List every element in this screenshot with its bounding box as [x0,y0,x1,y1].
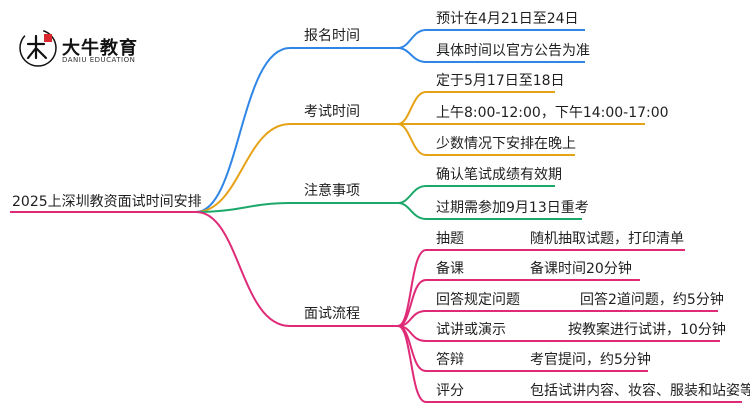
daniu-logo-icon [19,29,57,67]
step-name-2: 备课 [436,261,464,277]
connector-b3-1 [397,185,555,204]
step-desc-3: 回答2道问题，约5分钟 [580,292,724,308]
step-desc-4: 按教案进行试讲，10分钟 [568,322,726,338]
connector-b2-3 [397,123,575,156]
connector-b4-1 [397,249,685,327]
step-desc-2: 备课时间20分钟 [530,261,632,277]
connector-root-b1 [195,47,398,213]
step-name-4: 试讲或演示 [436,322,506,338]
connector-b1-1 [397,29,585,49]
leaf-b2-3: 少数情况下安排在晚上 [436,136,576,152]
step-name-6: 评分 [436,383,464,399]
connector-b2-1 [397,91,555,125]
step-name-5: 答辩 [436,352,464,368]
leaf-b3-1: 确认笔试成绩有效期 [436,167,562,183]
leaf-b1-1: 预计在4月21日至24日 [436,11,579,27]
branch-process: 面试流程 [304,306,360,322]
connector-root-b2 [195,123,398,213]
step-name-3: 回答规定问题 [436,292,520,308]
branch-registration: 报名时间 [304,28,360,44]
leaf-b1-2: 具体时间以官方公告为准 [436,43,590,59]
branch-exam-time: 考试时间 [304,104,360,120]
connector-b1-2 [397,47,585,63]
logo-name-cn: 大牛教育 [62,38,138,59]
connector-root-b4 [195,211,398,327]
step-desc-1: 随机抽取试题，打印清单 [530,231,684,247]
connector-b3-2 [397,202,582,220]
leaf-b2-2: 上午8:00-12:00，下午14:00-17:00 [436,105,669,121]
connector-root-b3 [195,202,398,213]
step-desc-6: 包括试讲内容、妆容、服装和站姿等 [530,383,750,399]
branch-notes: 注意事项 [304,183,360,199]
connector-b4-2 [397,279,640,327]
step-desc-5: 考官提问，约5分钟 [530,352,651,368]
step-name-1: 抽题 [436,231,464,247]
leaf-b2-1: 定于5月17日至18日 [436,73,565,89]
leaf-b3-2: 过期需参加9月13日重考 [436,200,589,216]
brand-logo: 大牛教育 DANIU EDUCATION [18,28,168,72]
root-topic: 2025上深圳教资面试时间安排 [12,194,202,210]
connector-b4-6 [397,325,742,403]
logo-name-en: DANIU EDUCATION [62,56,136,64]
